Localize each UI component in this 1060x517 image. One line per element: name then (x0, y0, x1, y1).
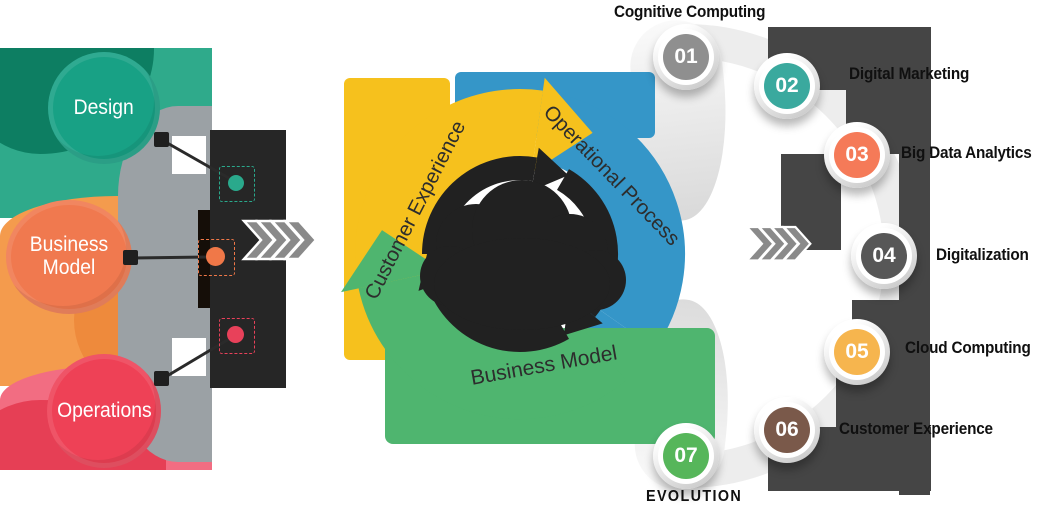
badge-number: 02 (764, 63, 810, 109)
focus-dot-business (206, 247, 225, 266)
source-panel: Design Business Model Operations (0, 48, 212, 470)
step-label-07: EVOLUTION (646, 488, 743, 505)
step-badge-03: 03 (824, 122, 890, 188)
focus-bracket-operations (219, 318, 255, 354)
design-label: Design (73, 95, 135, 119)
blue-arrow-arc (548, 97, 685, 349)
focus-dot-design (228, 175, 244, 191)
badge-number: 03 (834, 132, 880, 178)
core-arc-head (531, 147, 569, 191)
badge-number: 01 (663, 34, 709, 80)
step-label-01: Cognitive Computing (614, 2, 766, 21)
focus-bracket-design (219, 166, 255, 202)
badge-number: 06 (764, 407, 810, 453)
operations-label: Operations (56, 398, 152, 422)
core-arc (422, 156, 537, 255)
step-label-05: Cloud Computing (905, 338, 1031, 357)
step-badge-05: 05 (824, 319, 890, 385)
yellow-arrow-head (531, 77, 593, 173)
badge-number: 07 (663, 433, 709, 479)
step-label-02: Digital Marketing (849, 64, 970, 83)
green-arrow-arc (358, 272, 627, 420)
business-model-label: Business Model (29, 233, 109, 279)
design-circle: Design (48, 52, 160, 164)
step-badge-04: 04 (851, 223, 917, 289)
cloud-body (434, 238, 610, 330)
badge-number: 04 (861, 233, 907, 279)
step-badge-06: 06 (754, 397, 820, 463)
business-model-circle: Business Model (6, 200, 132, 314)
cloud-core (420, 180, 626, 330)
step-badge-02: 02 (754, 53, 820, 119)
badge-number: 05 (834, 329, 880, 375)
step-label-06: Customer Experience (839, 419, 993, 438)
step-label-03: Big Data Analytics (901, 143, 1032, 162)
chevron-icon (283, 219, 318, 261)
transformation-cycle-diagram: Customer Experience Operational Process … (341, 72, 715, 444)
focus-dot-operations (227, 326, 244, 343)
step-badge-07: 07 (653, 423, 719, 489)
focus-bracket-business (198, 239, 235, 276)
silhouette-gap-top (172, 136, 206, 174)
green-arrow-head (341, 230, 443, 293)
silhouette-gap-bottom (172, 338, 206, 376)
step-badge-01: 01 (653, 24, 719, 90)
step-label-04: Digitalization (936, 245, 1029, 264)
operations-circle: Operations (47, 354, 161, 468)
